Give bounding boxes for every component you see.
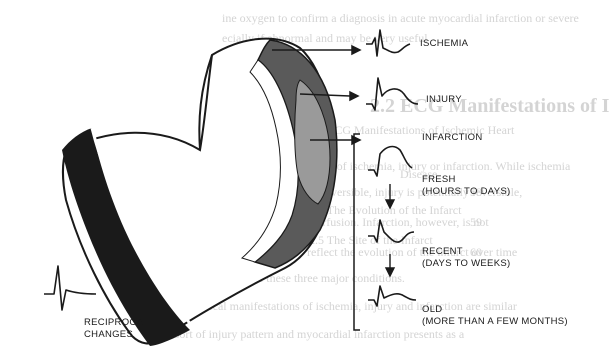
label-reciprocal: RECIPROCAL bbox=[84, 317, 149, 328]
ghost-number-2: 59 bbox=[470, 215, 482, 229]
label-fresh-sub: (HOURS TO DAYS) bbox=[422, 186, 510, 197]
label-ischemia: ISCHEMIA bbox=[420, 38, 469, 49]
label-recent: RECENT bbox=[422, 246, 463, 257]
label-fresh: FRESH bbox=[422, 174, 456, 185]
label-recent-sub: (DAYS TO WEEKS) bbox=[422, 258, 510, 269]
label-old: OLD bbox=[422, 304, 442, 315]
label-infarction: INFARCTION bbox=[422, 132, 483, 143]
label-reciprocal-changes: CHANGES bbox=[84, 329, 133, 340]
ghost-body-7: ws a sort of injury pattern and myocardi… bbox=[150, 327, 465, 341]
label-injury: INJURY bbox=[426, 94, 462, 105]
ghost-number-3: 60 bbox=[470, 245, 482, 259]
arrow-injury-head bbox=[350, 92, 358, 100]
ecg-reciprocal bbox=[44, 266, 96, 310]
ghost-line-1: ine oxygen to confirm a diagnosis in acu… bbox=[222, 11, 579, 25]
arrow-infarction-head bbox=[352, 136, 360, 144]
label-old-sub: (MORE THAN A FEW MONTHS) bbox=[422, 316, 568, 327]
arrow-ischemia-head bbox=[352, 46, 360, 54]
ghost-heading: 2.2 ECG Manifestations of Ischemic Heart… bbox=[370, 95, 609, 117]
